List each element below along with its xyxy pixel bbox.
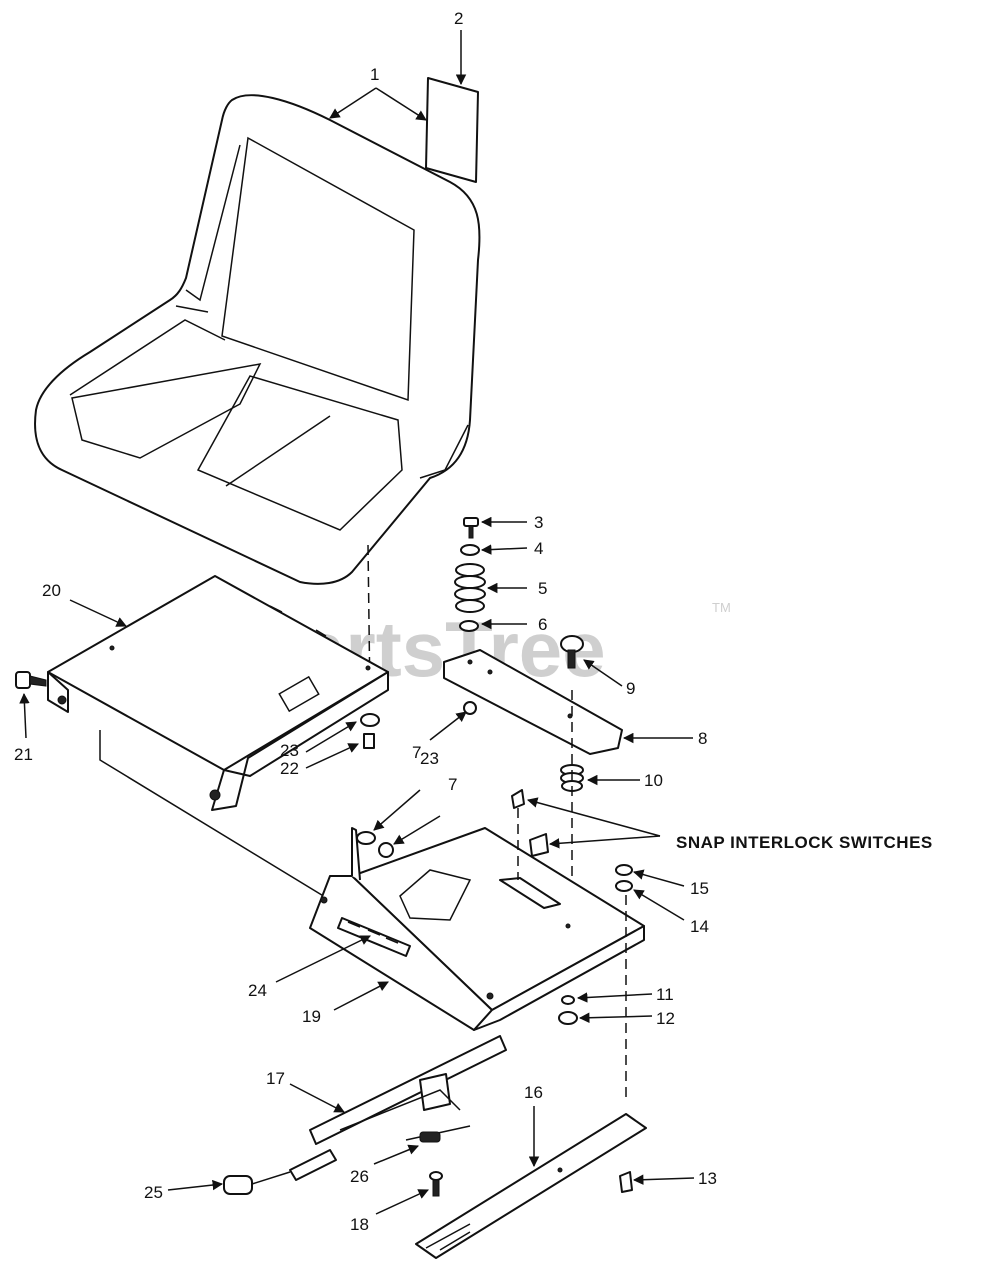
callout-1: 1 bbox=[370, 65, 379, 84]
callout-23a: 23 bbox=[280, 741, 299, 760]
callout-21: 21 bbox=[14, 745, 33, 764]
screw-22-part bbox=[363, 733, 375, 749]
callout-19: 19 bbox=[302, 1007, 321, 1026]
bolt-9-part bbox=[560, 635, 584, 669]
callout-12: 12 bbox=[656, 1009, 675, 1028]
adjuster-slot-24-part bbox=[337, 917, 411, 957]
washer-4-part bbox=[460, 544, 480, 556]
nut-7-part bbox=[463, 701, 477, 715]
callout-6: 6 bbox=[538, 615, 547, 634]
slide-rail-17-part bbox=[289, 1035, 507, 1181]
callout-numbers: 1 2 3 4 5 6 7 7 8 9 10 11 12 13 14 15 16… bbox=[14, 9, 717, 1234]
handle-grip-25-part bbox=[223, 1171, 291, 1195]
callout-22: 22 bbox=[280, 759, 299, 778]
seat-part bbox=[34, 94, 481, 585]
callout-7a: 7 bbox=[412, 743, 421, 762]
bolt-13-part bbox=[619, 1171, 633, 1193]
callout-4: 4 bbox=[534, 539, 543, 558]
seat-pan-part bbox=[47, 575, 389, 901]
spring-26-part bbox=[405, 1125, 471, 1143]
washer-23-part bbox=[360, 713, 380, 727]
callout-8: 8 bbox=[698, 729, 707, 748]
callout-17: 17 bbox=[266, 1069, 285, 1088]
callout-7b: 7 bbox=[448, 775, 457, 794]
callout-10: 10 bbox=[644, 771, 663, 790]
spring-5-part bbox=[454, 563, 486, 613]
callout-20: 20 bbox=[42, 581, 61, 600]
callout-16: 16 bbox=[524, 1083, 543, 1102]
nut-7b-part bbox=[378, 842, 394, 858]
callout-14: 14 bbox=[690, 917, 709, 936]
washer-23b-part bbox=[356, 831, 376, 845]
washer-6-part bbox=[459, 620, 479, 632]
watermark-tm: TM bbox=[712, 600, 731, 615]
screw-3-part bbox=[463, 517, 479, 539]
callout-15: 15 bbox=[690, 879, 709, 898]
washer-11-part bbox=[561, 995, 575, 1005]
nut-15-part bbox=[615, 864, 633, 876]
callout-25: 25 bbox=[144, 1183, 163, 1202]
callout-13: 13 bbox=[698, 1169, 717, 1188]
callout-24: 24 bbox=[248, 981, 267, 1000]
decal-part bbox=[425, 77, 479, 183]
callout-23b: 23 bbox=[420, 749, 439, 768]
callout-2: 2 bbox=[454, 9, 463, 28]
callout-3: 3 bbox=[534, 513, 543, 532]
callout-26: 26 bbox=[350, 1167, 369, 1186]
callout-5: 5 bbox=[538, 579, 547, 598]
nut-12-part bbox=[558, 1011, 578, 1025]
leader-lines bbox=[19, 30, 695, 1215]
callout-9: 9 bbox=[626, 679, 635, 698]
callout-18: 18 bbox=[350, 1215, 369, 1234]
interlock-switches-part bbox=[511, 789, 549, 880]
bolt-18-part bbox=[429, 1171, 443, 1197]
snap-interlock-switches-label: SNAP INTERLOCK SWITCHES bbox=[676, 833, 933, 852]
washer-14-part bbox=[615, 880, 633, 892]
callout-11: 11 bbox=[656, 985, 674, 1004]
bolt-21-part bbox=[15, 671, 47, 689]
slide-rail-16-part bbox=[415, 1113, 647, 1259]
